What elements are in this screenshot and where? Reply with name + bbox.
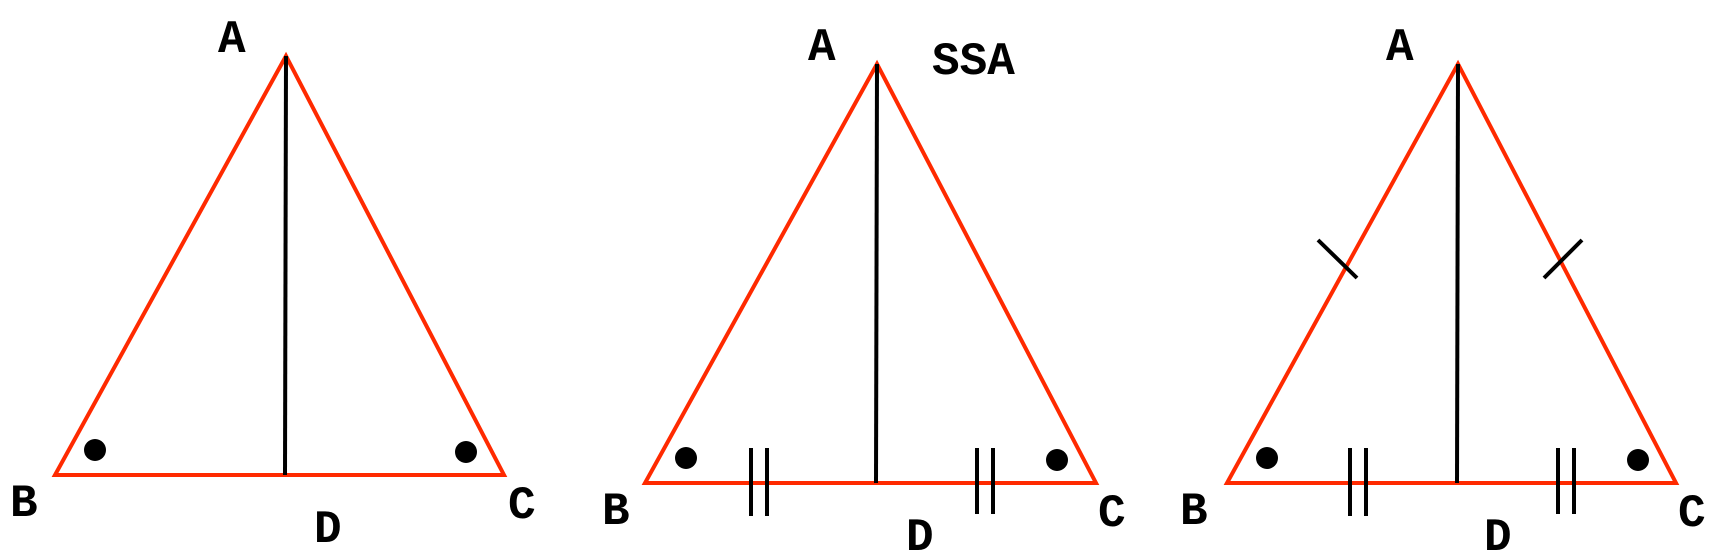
segment-ad — [283, 55, 288, 476]
angle-b-marker — [1256, 447, 1278, 469]
segment-ad — [1455, 63, 1460, 484]
angle-c-marker — [455, 441, 477, 463]
triangle-abc — [641, 59, 1100, 485]
vertex-label-c: C — [1098, 488, 1126, 540]
vertex-label-a: A — [808, 22, 836, 74]
angle-b-marker — [675, 447, 697, 469]
segment-ad — [874, 63, 879, 484]
vertex-label-a: A — [218, 14, 246, 66]
ab-tick — [1316, 238, 1359, 280]
figure-2: A SSA B C D — [602, 22, 1126, 558]
annotation-label: SSA — [932, 36, 1015, 88]
vertex-label-b: B — [1180, 486, 1208, 538]
vertex-label-c: C — [508, 480, 536, 532]
figure-1: A B C D — [10, 14, 536, 556]
vertex-label-a: A — [1386, 22, 1414, 74]
ac-tick — [1542, 238, 1584, 280]
angle-b-marker — [84, 439, 106, 461]
point-label-d: D — [314, 504, 342, 556]
angle-c-marker — [1627, 449, 1649, 471]
figure-3: A B C D — [1180, 22, 1706, 558]
point-label-d: D — [1484, 512, 1512, 558]
triangle-abc — [51, 51, 508, 477]
vertex-label-c: C — [1678, 488, 1706, 540]
vertex-label-b: B — [10, 478, 38, 530]
angle-c-marker — [1046, 449, 1068, 471]
vertex-label-b: B — [602, 486, 630, 538]
triangle-abc — [1223, 59, 1680, 485]
point-label-d: D — [906, 512, 934, 558]
